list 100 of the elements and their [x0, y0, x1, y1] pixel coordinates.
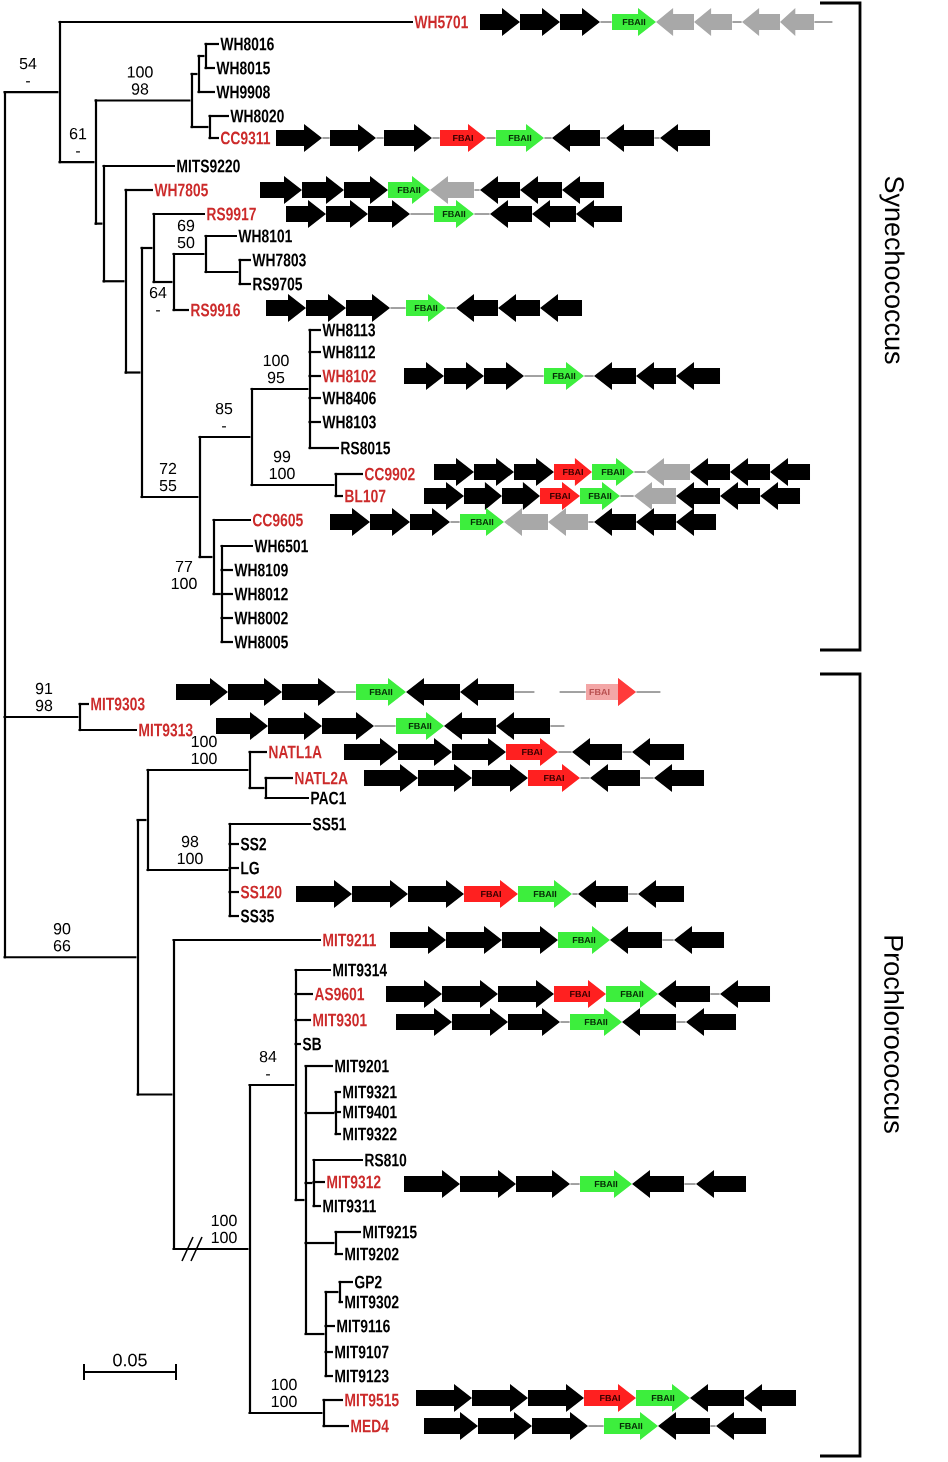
tree-branch	[3, 715, 79, 719]
tree-branch	[338, 1280, 353, 1284]
taxon-label: WH8012	[234, 587, 288, 601]
taxon-label: WH9908	[216, 85, 270, 99]
tree-branch	[294, 968, 331, 972]
clade-label: Prochlorococcus	[884, 936, 904, 1133]
genome-line	[599, 21, 613, 23]
gene-symbol	[532, 200, 576, 228]
taxon-label: AS9601	[314, 987, 365, 1001]
tree-branch	[322, 1398, 343, 1402]
gene-symbol	[676, 362, 720, 390]
tree-branch	[220, 544, 253, 548]
gene-symbol	[730, 458, 770, 486]
tree-branch	[228, 866, 239, 870]
taxon-label: PAC1	[311, 791, 346, 805]
gene-symbol	[606, 124, 654, 152]
gene-symbol	[654, 764, 704, 792]
gene-symbol	[344, 176, 388, 204]
taxon-label: SS2	[240, 837, 267, 851]
gene-symbol	[390, 926, 446, 954]
tree-branch	[324, 1374, 333, 1378]
genome-line	[321, 137, 331, 139]
gene-symbol	[780, 8, 814, 36]
tree-branch	[152, 280, 173, 284]
taxon-label: MITS9220	[177, 159, 240, 173]
gene-symbol	[548, 508, 588, 536]
clade-line	[78, 702, 82, 732]
gene-symbol	[444, 362, 484, 390]
bootstrap-label: 72 55	[159, 462, 177, 492]
gene-symbol	[416, 1384, 472, 1412]
clade-line	[334, 472, 338, 498]
tree-branch	[204, 42, 219, 46]
clade-line	[3, 90, 7, 959]
taxon-label: CC9311	[220, 131, 271, 145]
gene-symbol	[268, 712, 322, 740]
genome-line	[731, 21, 743, 23]
tree-branch	[334, 472, 363, 476]
taxon-label: RS810	[365, 1153, 407, 1167]
taxon-label: WH7805	[154, 183, 208, 197]
tree-branch	[220, 616, 233, 620]
clade-line	[198, 435, 202, 559]
gene-symbol	[516, 1170, 570, 1198]
tree-branch	[308, 420, 321, 424]
tree-branch	[78, 702, 89, 706]
taxon-label: RS9705	[253, 277, 303, 291]
taxon-label: MIT9322	[343, 1127, 397, 1141]
genome-line	[813, 21, 834, 23]
genome-line	[445, 307, 457, 309]
clade-line	[152, 212, 156, 284]
gene-symbol	[656, 8, 694, 36]
bootstrap-label: 84 -	[259, 1050, 277, 1076]
genome-line	[389, 307, 407, 309]
clade-line	[190, 72, 194, 129]
gene-symbol	[742, 8, 780, 36]
clade-line	[250, 387, 254, 487]
gene-symbol	[686, 1008, 736, 1036]
gene-symbol	[456, 294, 498, 322]
taxon-label: LG	[241, 861, 259, 875]
gene-symbol	[398, 738, 452, 766]
clade-line	[304, 1064, 308, 1336]
gene-symbol	[622, 1008, 676, 1036]
gene-symbol	[370, 508, 410, 536]
gene-symbol	[384, 124, 432, 152]
tree-branch	[198, 435, 251, 439]
taxon-label: WH7803	[252, 253, 306, 267]
gene-symbol	[634, 482, 676, 510]
bootstrap-label: 90 66	[53, 923, 71, 952]
clade-line	[172, 938, 176, 1251]
gene-symbol	[528, 1384, 584, 1412]
genome-line	[375, 137, 385, 139]
taxon-label: MIT9311	[323, 1199, 376, 1213]
clade-line	[334, 1230, 338, 1256]
taxon-label: MIT9202	[345, 1247, 399, 1261]
tree-branch	[294, 1198, 305, 1202]
clade-line	[308, 328, 312, 450]
genome-line	[583, 375, 595, 377]
bootstrap-label: 85 -	[215, 402, 233, 428]
taxon-label: MIT9201	[335, 1059, 389, 1073]
taxon-label: RS8015	[341, 441, 391, 455]
tree-branch	[250, 483, 335, 487]
tree-branch	[146, 868, 229, 872]
genome-line	[709, 1425, 717, 1427]
tree-branch	[312, 1158, 363, 1162]
clade-line	[94, 99, 98, 225]
gene-symbol	[690, 458, 730, 486]
gene-symbol	[396, 1008, 452, 1036]
tree-branch	[322, 1424, 349, 1428]
tree-branch	[212, 592, 221, 596]
tree-branch	[334, 494, 343, 498]
tree-branch	[146, 768, 249, 772]
gene-symbol	[306, 294, 346, 322]
clade-line	[204, 234, 208, 274]
gene-symbol	[478, 1412, 532, 1440]
tree-branch	[294, 992, 313, 996]
gene-symbol	[444, 712, 496, 740]
tree-branch	[94, 99, 191, 102]
clade-line	[248, 1083, 252, 1415]
gene-symbol	[694, 8, 732, 36]
taxon-label: MIT9302	[345, 1295, 399, 1309]
tree-branch	[172, 938, 321, 942]
